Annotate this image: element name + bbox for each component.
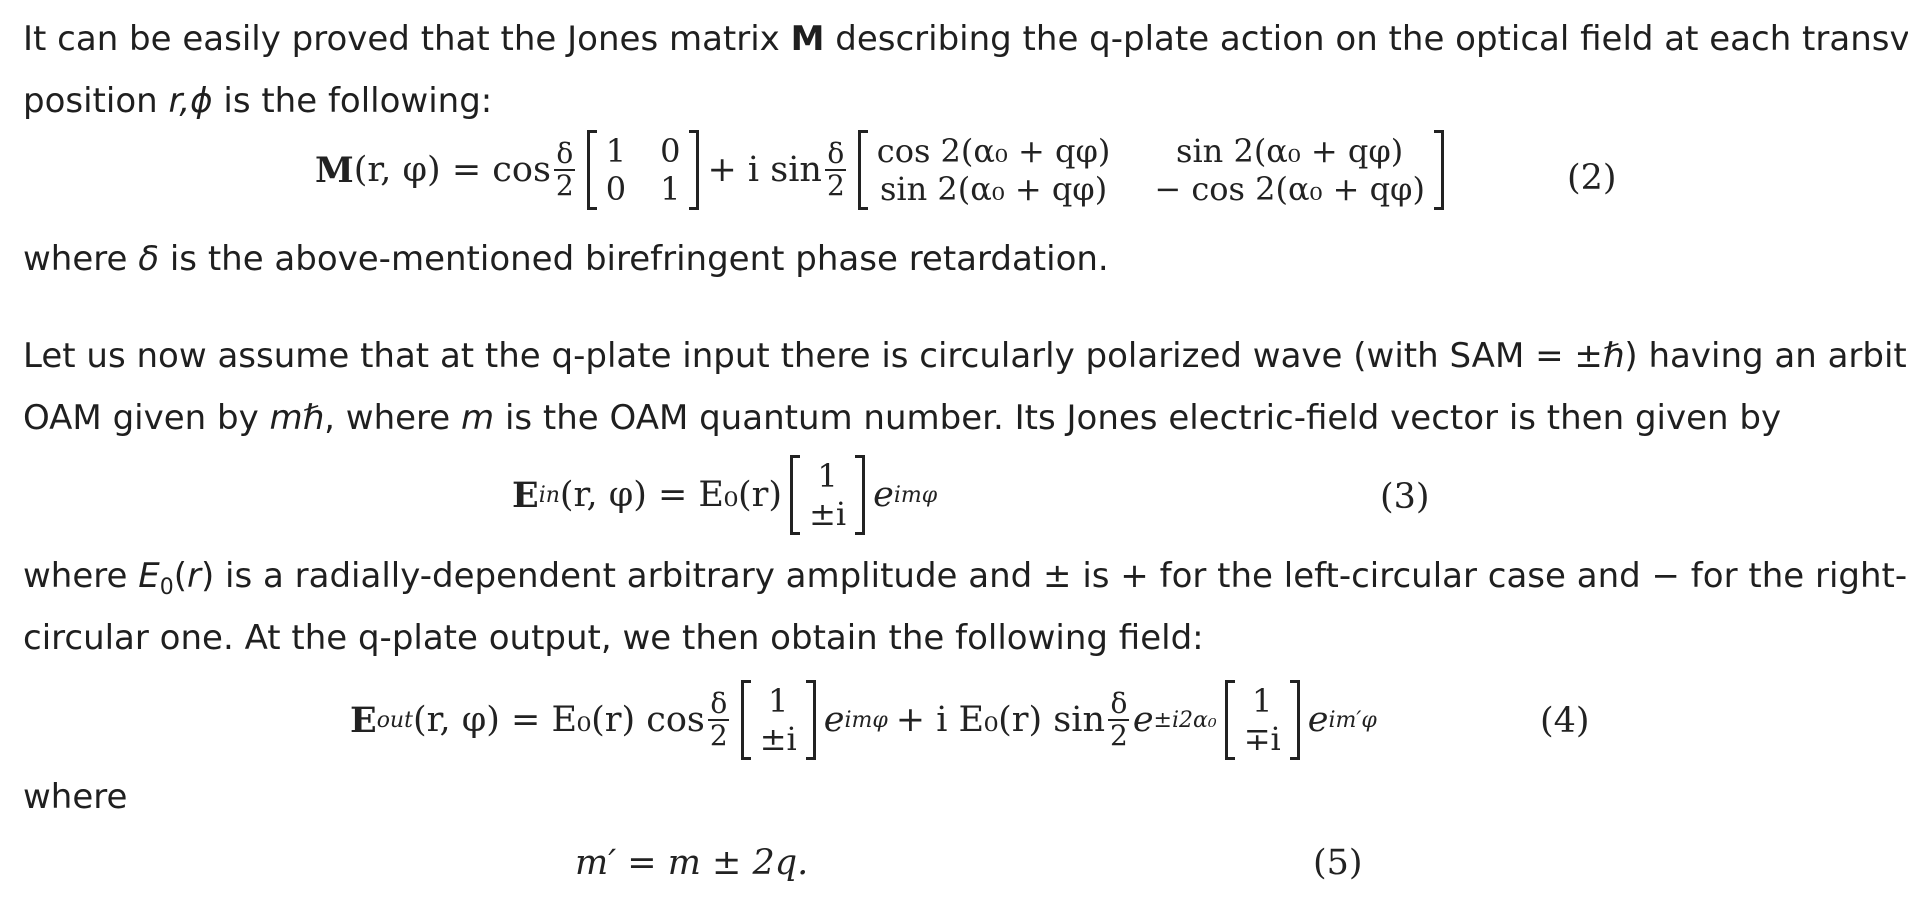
paragraph-5: where bbox=[23, 777, 128, 817]
input-jones-vector: 1 ±i bbox=[790, 455, 866, 535]
equation-number-2: (2) bbox=[1567, 158, 1617, 198]
paragraph-3-line-1: Let us now assume that at the q-plate in… bbox=[23, 336, 1908, 376]
paragraph-1-line-2: position r,ϕ is the following: bbox=[23, 81, 493, 121]
output-vector-2: 1 ∓i bbox=[1224, 680, 1300, 760]
paragraph-4-line-1: where E0(r) is a radially-dependent arbi… bbox=[23, 556, 1908, 600]
paragraph-1-line-1: It can be easily proved that the Jones m… bbox=[23, 19, 1908, 59]
equation-number-3: (3) bbox=[1380, 477, 1430, 517]
paragraph-4-line-2: circular one. At the q-plate output, we … bbox=[23, 618, 1204, 658]
equation-number-4: (4) bbox=[1540, 701, 1590, 741]
equation-number-5: (5) bbox=[1313, 843, 1363, 883]
rotation-matrix: cos 2(α₀ + qφ)sin 2(α₀ + qφ) sin 2(α₀ + … bbox=[857, 130, 1445, 210]
paragraph-3-line-2: OAM given by mℏ, where m is the OAM quan… bbox=[23, 398, 1782, 438]
equation-5: m′ = m ± 2q. bbox=[575, 843, 809, 883]
bold-M: M bbox=[790, 19, 825, 59]
output-vector-1: 1 ±i bbox=[740, 680, 816, 760]
paragraph-2: where δ is the above-mentioned birefring… bbox=[23, 239, 1109, 279]
